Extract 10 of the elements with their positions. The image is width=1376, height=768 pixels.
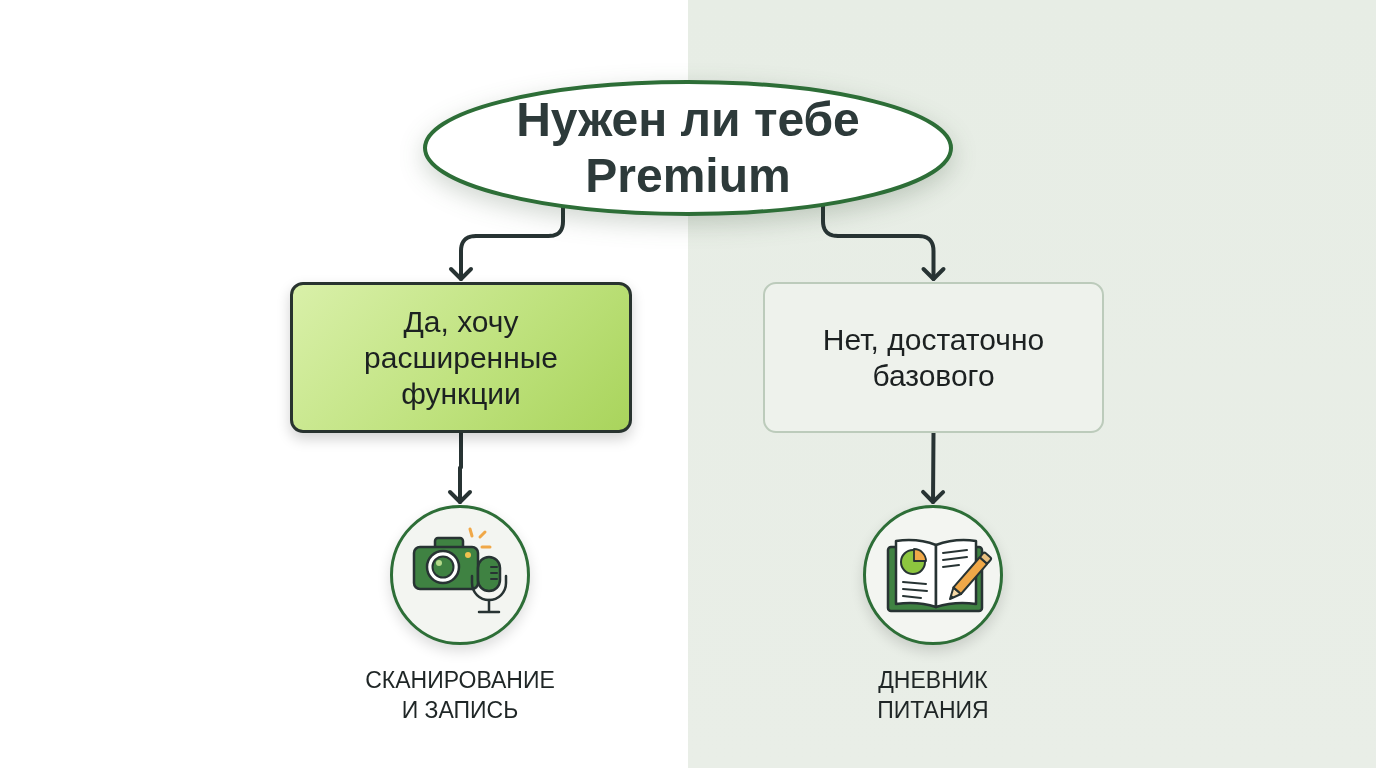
arrow: [921, 431, 946, 504]
option-box: [290, 282, 632, 433]
caption-text: ДНЕВНИК ПИТАНИЯ: [876, 666, 990, 725]
option-text: Нет, достаточно базового: [821, 321, 1046, 394]
arrow: [448, 431, 472, 504]
question-ellipse: [423, 80, 953, 216]
option-text: Да, хочу расширенные функции: [363, 303, 559, 412]
option-box: [763, 282, 1104, 433]
caption-text: СКАНИРОВАНИЕ И ЗАПИСЬ: [364, 666, 556, 725]
question-text: Нужен ли тебе Premium: [515, 92, 861, 204]
